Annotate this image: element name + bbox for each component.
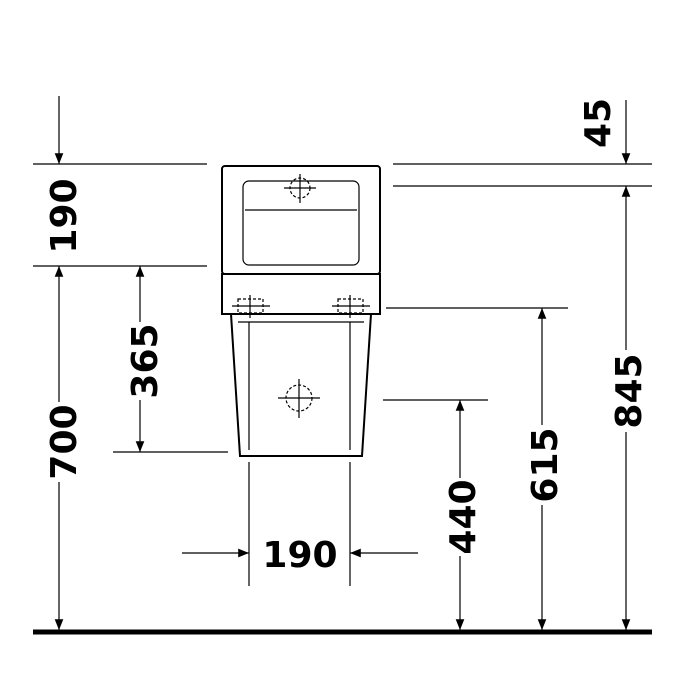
dim-label-width: 190 (262, 535, 337, 576)
inlet-crosshair-icon (284, 174, 316, 203)
right-mount-bracket-icon (332, 295, 370, 318)
urinal-drawing (221, 165, 381, 457)
dim-label-overall-height: 845 (609, 353, 650, 428)
urinal-mid-band (221, 273, 381, 315)
dim-label-top-offset: 45 (578, 98, 619, 148)
dim-label-top-height: 190 (44, 178, 85, 253)
dim-label-to-ground-left: 700 (44, 404, 85, 479)
dimension-lines (54, 96, 631, 630)
dim-label-mount-height: 615 (525, 427, 566, 502)
left-mount-bracket-icon (232, 295, 270, 318)
urinal-top-opening (242, 180, 360, 266)
dim-label-inlet-height: 440 (443, 479, 484, 554)
outlet-crosshair-icon (278, 379, 320, 418)
dim-label-outlet-height: 365 (125, 323, 166, 398)
